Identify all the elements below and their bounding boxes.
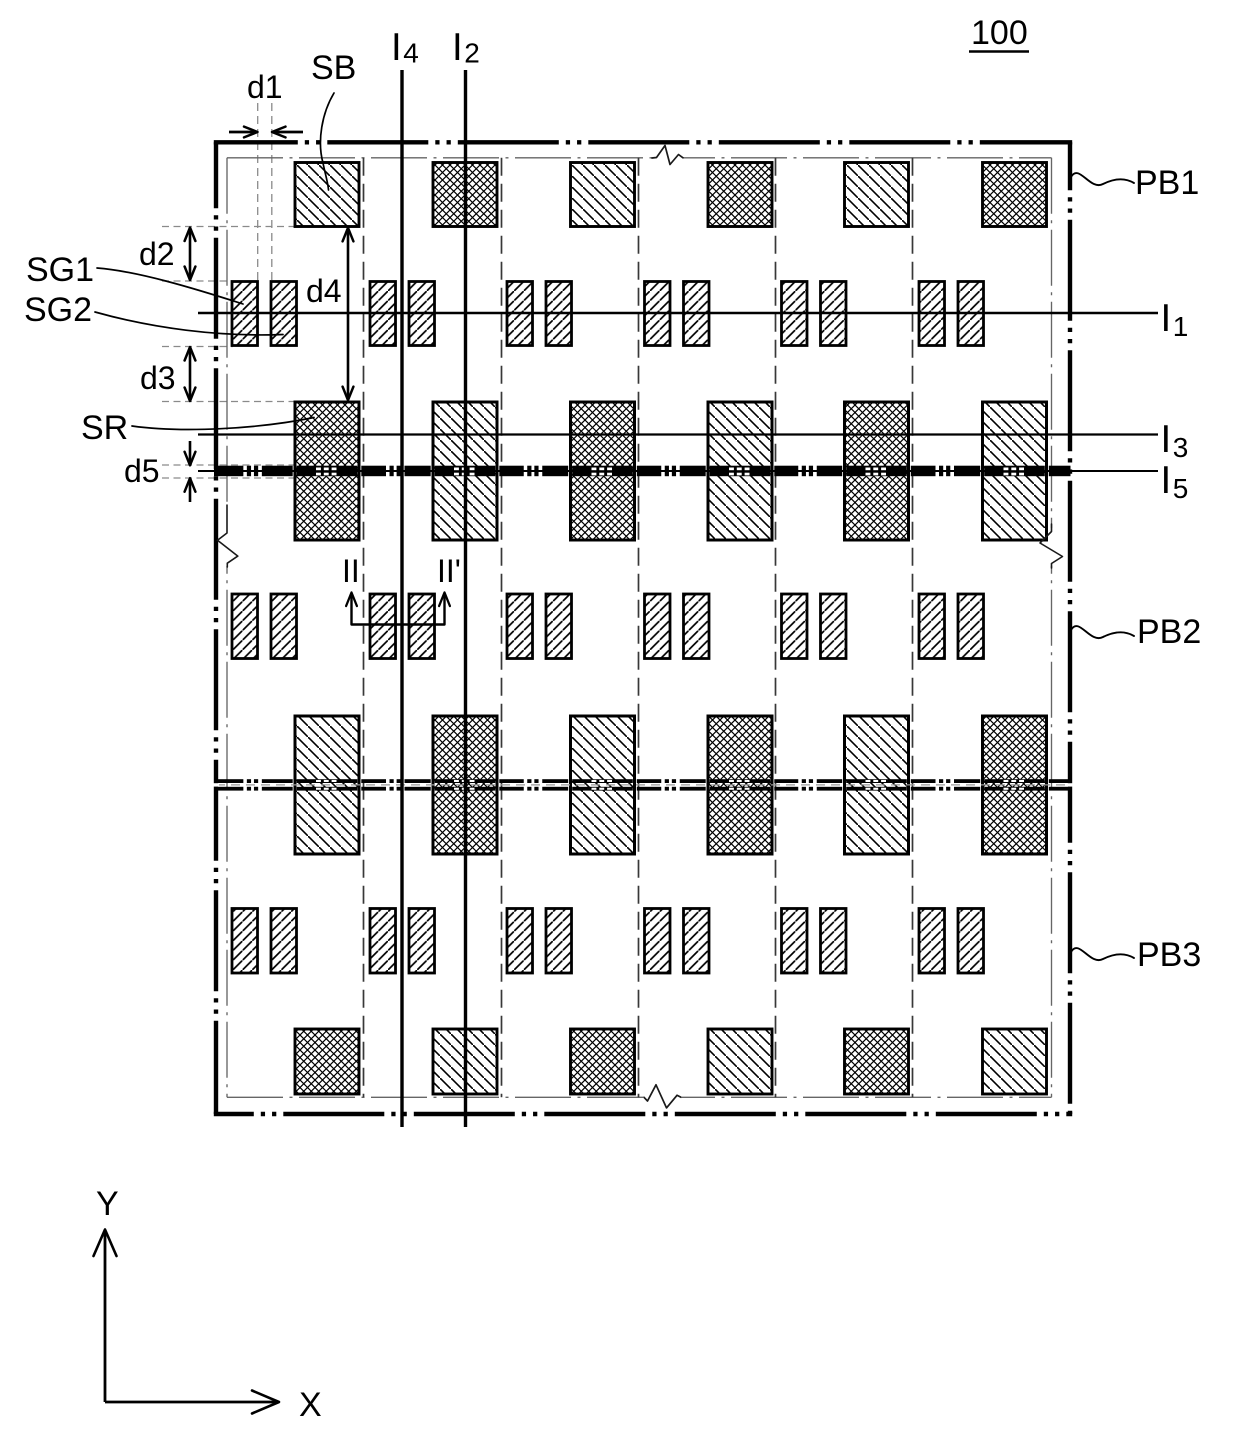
svg-text:PB1: PB1 [1135, 164, 1199, 202]
svg-text:d2: d2 [139, 236, 175, 272]
svg-text:II: II [342, 553, 360, 589]
svg-text:SR: SR [81, 409, 128, 447]
svg-text:II': II' [437, 553, 461, 589]
svg-text:SG2: SG2 [24, 291, 92, 329]
svg-text:d4: d4 [306, 273, 342, 309]
svg-text:PB3: PB3 [1137, 936, 1201, 974]
svg-text:d1: d1 [247, 69, 283, 105]
svg-text:SB: SB [311, 49, 356, 87]
svg-text:Y: Y [96, 1185, 119, 1223]
svg-text:SG1: SG1 [26, 251, 94, 289]
svg-text:100: 100 [971, 14, 1028, 52]
svg-text:d3: d3 [140, 360, 176, 396]
svg-text:d5: d5 [124, 453, 160, 489]
svg-text:X: X [299, 1386, 322, 1424]
svg-text:PB2: PB2 [1137, 613, 1201, 651]
